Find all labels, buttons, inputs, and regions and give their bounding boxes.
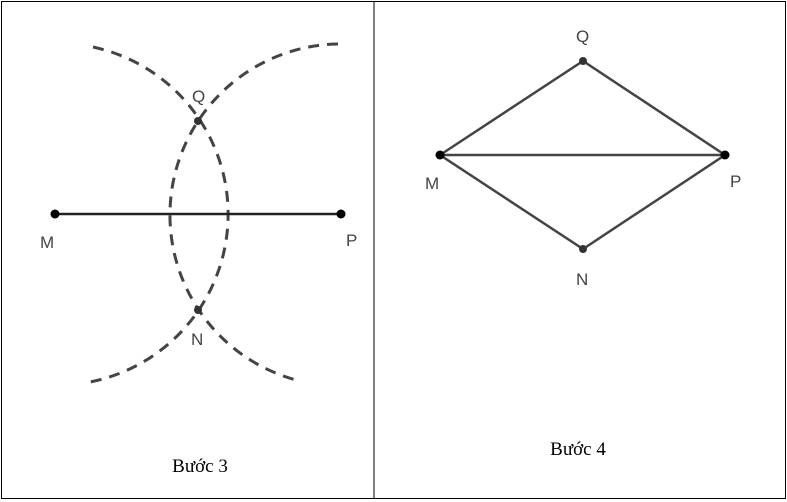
label-q: Q (192, 87, 205, 106)
panel-step-4: M P Q N Bước 4 (425, 27, 741, 460)
point-n (194, 306, 202, 314)
caption-step-4: Bước 4 (550, 439, 606, 460)
point-p (336, 209, 346, 219)
caption-step-3: Bước 3 (172, 456, 228, 477)
point-q (194, 117, 202, 125)
label-p: P (346, 231, 357, 250)
label-p: P (730, 172, 741, 191)
point-q (579, 57, 587, 65)
label-n: N (576, 270, 588, 289)
label-n: N (191, 330, 203, 349)
label-m: M (40, 233, 54, 252)
arc-centered-m (89, 45, 230, 384)
point-m (435, 150, 445, 160)
point-m (50, 209, 60, 219)
panel-step-3: M P Q N Bước 3 (40, 42, 357, 477)
point-n (579, 245, 587, 253)
point-p (720, 150, 730, 160)
label-m: M (425, 174, 439, 193)
label-q: Q (576, 27, 589, 46)
